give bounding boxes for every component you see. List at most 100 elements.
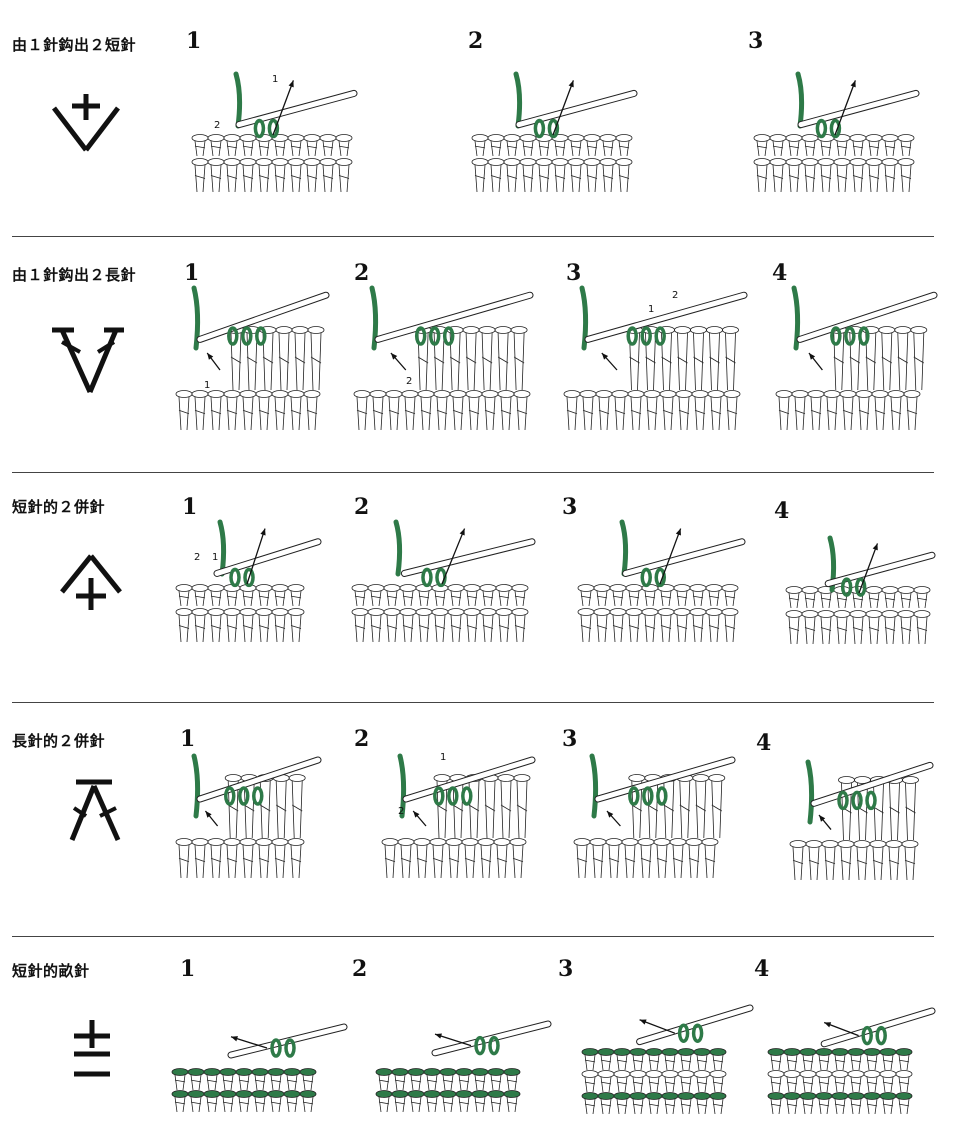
stitch-post	[506, 164, 518, 193]
stitch-post	[178, 614, 190, 643]
yarn-loop	[284, 1038, 296, 1058]
hook-fill	[811, 762, 933, 806]
stitch-post	[490, 140, 502, 157]
stitch-top	[509, 838, 527, 846]
stitch-post	[726, 396, 738, 431]
stitch-post	[818, 1054, 830, 1071]
stitch-top	[677, 1048, 695, 1056]
step-number: 4	[754, 956, 770, 982]
stitch-top	[255, 584, 273, 592]
stitch-post	[628, 614, 640, 643]
stitch-top	[487, 158, 505, 166]
stitch-top	[471, 158, 489, 166]
stitch-top	[287, 158, 305, 166]
stitch-post	[874, 396, 886, 431]
stitch-top	[399, 608, 417, 616]
stitch-top	[223, 838, 241, 846]
arrow-head	[850, 80, 856, 88]
stitch-top	[709, 1092, 727, 1100]
stitch-top	[207, 608, 225, 616]
yarn-loop	[837, 790, 849, 811]
stitch-top	[609, 584, 627, 592]
stitch-post	[592, 844, 604, 879]
stitch-post	[258, 140, 270, 157]
stitch-post	[852, 164, 864, 193]
stitch-post	[632, 1098, 644, 1115]
stitch-top	[577, 584, 595, 592]
stitch-top	[865, 158, 883, 166]
stitch-top	[767, 1092, 785, 1100]
stitch-top	[423, 1090, 441, 1098]
yarn-loop	[865, 790, 877, 811]
stitch-top	[171, 1090, 189, 1098]
step-illustration	[775, 285, 938, 431]
stitch-post	[190, 1096, 202, 1113]
stitch-top	[223, 390, 241, 398]
stitch-top	[449, 390, 467, 398]
stitch-post	[804, 592, 816, 609]
stitch-top	[391, 1068, 409, 1076]
stitch-top	[629, 1092, 647, 1100]
stitch-post	[274, 844, 286, 879]
stitch-top	[463, 608, 481, 616]
stitch-top	[487, 1090, 505, 1098]
stitch-post	[850, 1054, 862, 1071]
stitch-top	[479, 608, 497, 616]
stitch-post	[836, 140, 848, 157]
stitch-top	[837, 840, 855, 848]
stitch-post	[602, 140, 614, 157]
stitch-top	[897, 586, 915, 594]
stitch-post	[664, 1076, 676, 1093]
stitch-post	[580, 614, 592, 643]
yarn-loop	[433, 786, 445, 806]
arrow-head	[260, 528, 266, 536]
stitch-top	[288, 774, 306, 782]
stitch-top	[581, 1092, 599, 1100]
stitch-top	[753, 158, 771, 166]
stitch-post	[882, 1076, 894, 1093]
stitch-post	[554, 164, 566, 193]
stitch-post	[612, 614, 624, 643]
stitch-post	[648, 1076, 660, 1093]
stitch-top	[497, 390, 515, 398]
hook-fill	[798, 90, 919, 128]
stitch-top	[287, 390, 305, 398]
stitch-post	[676, 614, 688, 643]
stitch-top	[785, 158, 803, 166]
stitch-post	[850, 1076, 862, 1093]
stitch-top	[462, 326, 480, 334]
sc-increase-symbol-icon	[52, 94, 120, 152]
stitch-post	[618, 164, 630, 193]
hook-fill	[375, 292, 533, 342]
stitch-post	[709, 332, 720, 391]
stitch-post	[275, 780, 287, 839]
stitch-post	[210, 590, 222, 607]
stitch-top	[879, 1092, 897, 1100]
stitch-top	[815, 1092, 833, 1100]
stitch-post	[286, 1096, 298, 1113]
stitch-top	[881, 134, 899, 142]
stitch-top	[447, 584, 465, 592]
stitch-top	[628, 774, 646, 782]
stitch-post	[792, 846, 804, 881]
stitch-post	[756, 140, 768, 157]
stitch-post	[178, 844, 190, 879]
stitch-post	[712, 1076, 724, 1093]
hook-fill	[403, 757, 535, 802]
arrow-head	[207, 353, 214, 360]
hook-fill	[797, 292, 937, 342]
section-dc-decrease: 長針的２併針 1 2 3 4 1 2	[0, 702, 954, 938]
stitch-top	[799, 1070, 817, 1078]
stitch-post	[420, 396, 432, 431]
yarn-loop	[830, 326, 842, 346]
stitch-top	[691, 390, 709, 398]
stitch-top	[223, 608, 241, 616]
stitch-top	[599, 134, 617, 142]
stitch-top	[853, 840, 871, 848]
stitch-post	[474, 1074, 486, 1091]
stitch-post	[452, 396, 464, 431]
stitch-top	[239, 608, 257, 616]
stitch-top	[863, 1070, 881, 1078]
stitch-post	[258, 844, 270, 879]
stitch-top	[689, 584, 707, 592]
